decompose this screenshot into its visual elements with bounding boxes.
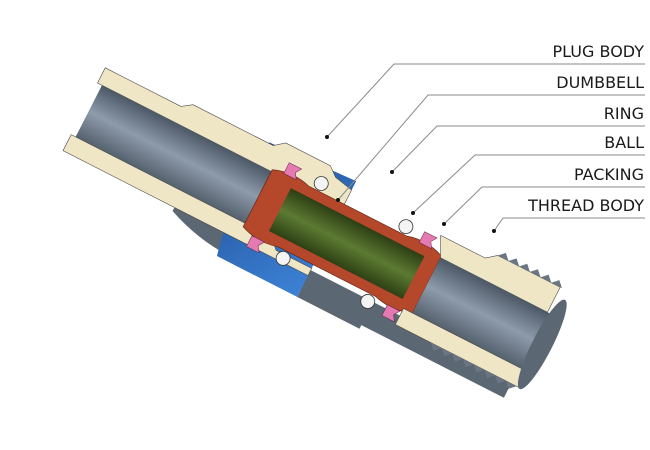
leader-plug-body [326,63,645,138]
plug-body-bore [75,85,298,237]
label-ring: RING [603,104,644,123]
dumbbell-inner [269,188,425,300]
label-ball: BALL [604,133,644,152]
label-packing: PACKING [573,165,644,184]
thread-teeth [430,252,562,389]
label-plug-body: PLUG BODY [552,42,644,61]
packing-parts [246,162,438,323]
ball-parts [275,176,414,309]
label-dumbbell: DUMBBELL [556,73,644,92]
label-thread-body: THREAD BODY [528,196,644,215]
leader-ball [412,154,645,214]
leader-lines [326,63,645,232]
leader-packing [443,186,645,225]
thread-body-end [517,299,567,390]
leader-thread-body [493,217,645,232]
leader-arrowheads [325,135,496,233]
thread-body-bore [412,257,557,373]
leader-ring [391,125,645,173]
coupling-body [62,67,567,398]
leader-dumbbell [337,94,645,201]
